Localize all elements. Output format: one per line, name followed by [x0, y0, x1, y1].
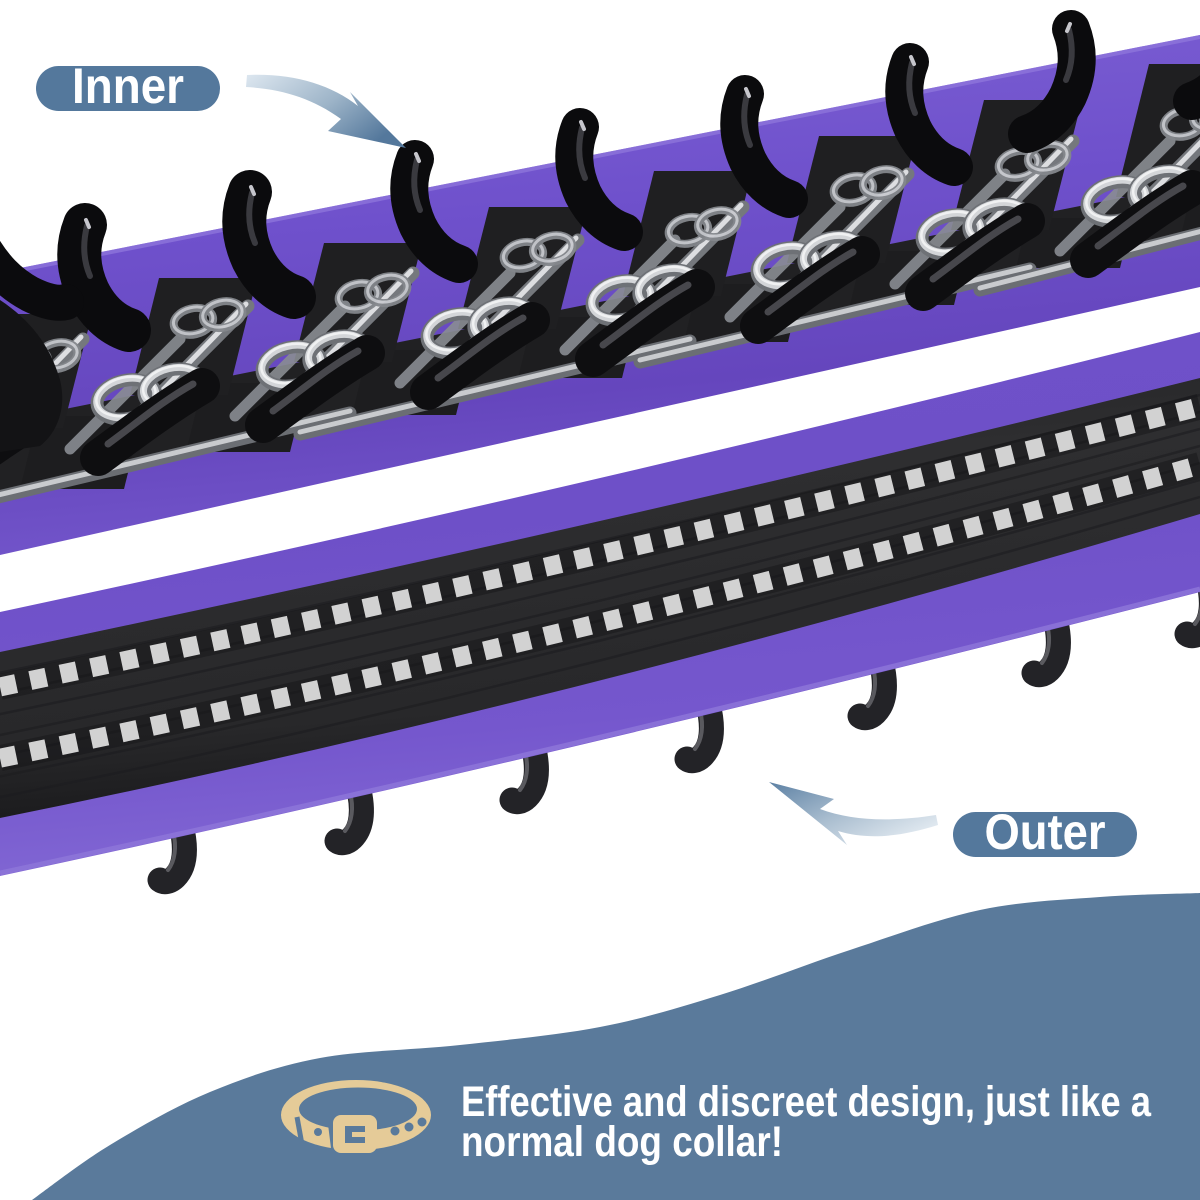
svg-text:Effective and discreet design,: Effective and discreet design, just like…	[461, 1078, 1152, 1126]
svg-text:Outer: Outer	[985, 804, 1106, 860]
svg-text:Inner: Inner	[72, 58, 184, 114]
svg-text:normal dog collar!: normal dog collar!	[461, 1118, 783, 1166]
